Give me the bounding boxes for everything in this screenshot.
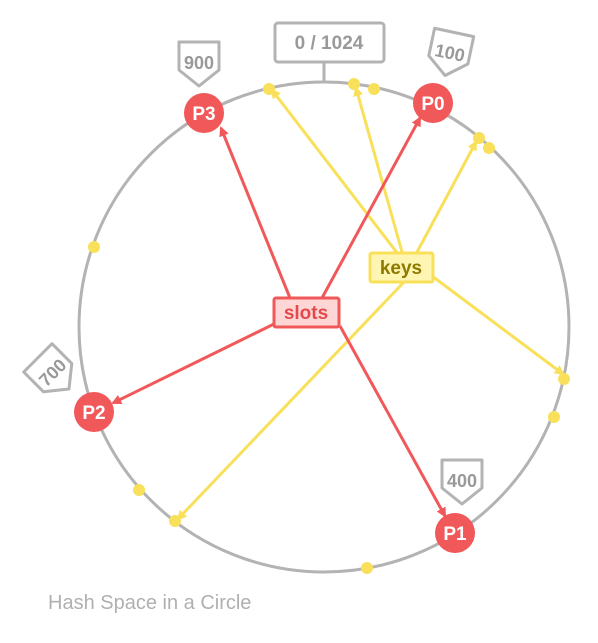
key-dot (368, 83, 380, 95)
partition-label: P1 (443, 524, 467, 545)
position-tag-text: 400 (447, 471, 477, 491)
diagram-caption: Hash Space in a Circle (48, 592, 252, 614)
keys-hub: keys (368, 251, 435, 284)
key-dot (169, 515, 181, 527)
key-arrows (176, 86, 565, 521)
key-dots (88, 78, 570, 574)
key-dot (483, 142, 495, 154)
key-dot (133, 484, 145, 496)
partition-node-p0: P0 (413, 83, 453, 123)
key-dot (558, 373, 570, 385)
slot-arrow-p2 (111, 320, 279, 405)
key-arrow-2 (353, 86, 404, 253)
key-arrow-1 (270, 88, 400, 255)
partition-node-p1: P1 (435, 513, 475, 553)
key-arrow-3 (414, 140, 478, 255)
key-dot (263, 83, 275, 95)
slots-hub: slots (272, 296, 341, 329)
key-dot (348, 78, 360, 90)
slot-arrow-p1 (338, 325, 447, 518)
key-dot (548, 411, 560, 423)
partition-label: P3 (192, 104, 215, 125)
position-tag-p1: 400 (440, 458, 484, 506)
key-dot (361, 562, 373, 574)
keys-hub-label: keys (380, 258, 422, 279)
key-arrow-5 (176, 280, 406, 521)
key-dot (473, 132, 485, 144)
slot-arrow-p3 (219, 126, 292, 299)
position-tag-p2: 700 (22, 342, 74, 394)
key-arrow-4 (431, 274, 565, 376)
ring-origin-label: 0 / 1024 (273, 21, 386, 82)
position-tag-p3: 900 (177, 40, 221, 88)
key-dot (88, 241, 100, 253)
partition-label: P2 (82, 403, 105, 424)
slot-arrow-p0 (320, 116, 422, 299)
position-tag-p0: 100 (427, 26, 476, 77)
slot-arrows (111, 116, 447, 518)
slots-hub-label: slots (284, 303, 328, 324)
ring-origin-text: 0 / 1024 (295, 33, 364, 54)
position-tag-text: 900 (184, 53, 214, 73)
partition-label: P0 (421, 94, 444, 115)
partition-node-p2: P2 (74, 392, 114, 432)
partition-node-p3: P3 (184, 93, 224, 133)
